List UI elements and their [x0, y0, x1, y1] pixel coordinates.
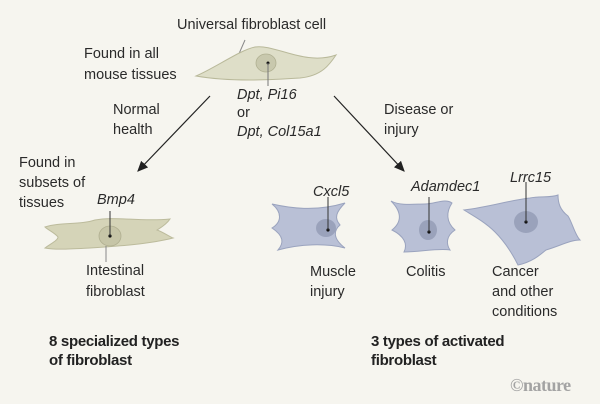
muscle-injury-cell-icon — [271, 197, 346, 251]
universal-fibroblast-cell-icon — [194, 39, 338, 86]
muscle-label-line-2: injury — [310, 284, 345, 300]
branch-right-line-2: injury — [384, 122, 419, 138]
universal-marker-or: or — [237, 105, 250, 121]
nature-logo: ©nature — [510, 375, 571, 395]
cancer-label-line-2: and other — [492, 284, 554, 300]
branch-left-line-1: Normal — [113, 102, 160, 118]
specialized-summary-line-2: of fibroblast — [49, 352, 132, 369]
arrow-disease-injury — [333, 95, 405, 172]
colitis-label: Colitis — [406, 264, 446, 280]
activated-marker-lrrc15: Lrrc15 — [510, 170, 552, 186]
cancer-label-line-1: Cancer — [492, 264, 539, 280]
activated-marker-adamdec1: Adamdec1 — [411, 179, 481, 195]
universal-location-line-2: mouse tissues — [84, 67, 177, 83]
branch-right-line-1: Disease or — [384, 102, 454, 118]
specialized-location-line-2: subsets of — [19, 175, 86, 191]
intestinal-label-line-2: fibroblast — [86, 284, 145, 300]
specialized-summary-line-1: 8 specialized types — [49, 333, 180, 350]
specialized-location-line-3: tissues — [19, 195, 65, 211]
universal-location-line-1: Found in all — [84, 46, 159, 62]
cancer-cell-icon — [462, 182, 582, 266]
branch-left-line-2: health — [113, 122, 153, 138]
universal-marker-1: Dpt, Pi16 — [237, 87, 297, 103]
specialized-location-line-1: Found in — [19, 155, 76, 171]
intestinal-label-line-1: Intestinal — [86, 263, 145, 279]
muscle-label-line-1: Muscle — [310, 264, 356, 280]
arrow-normal-health — [137, 95, 211, 172]
diagram-title: Universal fibroblast cell — [177, 17, 327, 33]
activated-summary-line-1: 3 types of activated — [371, 333, 505, 350]
specialized-marker: Bmp4 — [97, 192, 135, 208]
activated-marker-cxcl5: Cxcl5 — [313, 184, 350, 200]
cancer-label-line-3: conditions — [492, 304, 558, 320]
colitis-cell-icon — [390, 197, 456, 253]
intestinal-fibroblast-cell-icon — [43, 211, 175, 262]
universal-marker-2: Dpt, Col15a1 — [237, 124, 322, 140]
activated-summary-line-2: fibroblast — [371, 352, 437, 369]
